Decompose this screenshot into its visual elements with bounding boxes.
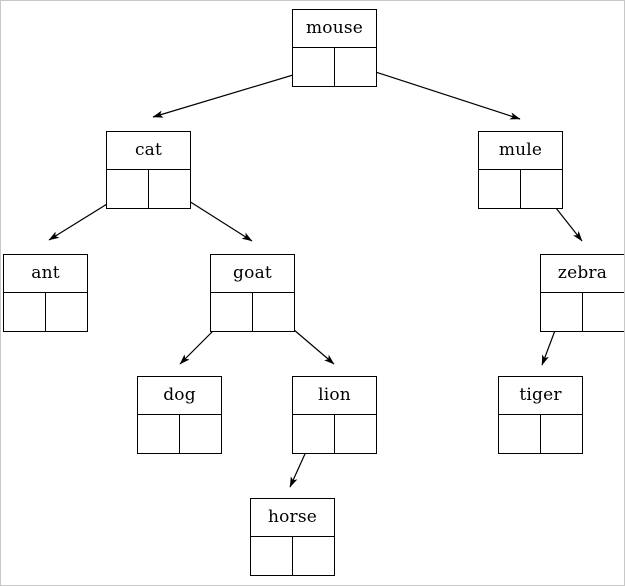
tree-node-dog[interactable]: dog [137,376,222,454]
node-label-tiger: tiger [499,377,582,415]
tree-node-zebra[interactable]: zebra [540,254,624,332]
node-pointers-goat [211,293,294,331]
left-pointer-cell-zebra[interactable] [541,293,583,331]
left-pointer-cell-mule[interactable] [479,170,521,208]
left-pointer-cell-goat[interactable] [211,293,253,331]
node-label-dog: dog [138,377,221,415]
node-label-cat: cat [107,132,190,170]
tree-node-cat[interactable]: cat [106,131,191,209]
right-pointer-cell-horse[interactable] [293,537,335,575]
node-label-horse: horse [251,499,334,537]
node-label-mule: mule [479,132,562,170]
tree-node-horse[interactable]: horse [250,498,335,576]
node-pointers-mouse [293,48,376,86]
node-pointers-tiger [499,415,582,453]
node-label-mouse: mouse [293,10,376,48]
right-pointer-cell-goat[interactable] [253,293,295,331]
node-label-ant: ant [4,255,87,293]
tree-node-ant[interactable]: ant [3,254,88,332]
right-pointer-cell-tiger[interactable] [541,415,583,453]
node-pointers-lion [293,415,376,453]
right-pointer-cell-dog[interactable] [180,415,222,453]
right-pointer-cell-mouse[interactable] [335,48,377,86]
node-pointers-dog [138,415,221,453]
tree-node-tiger[interactable]: tiger [498,376,583,454]
node-label-goat: goat [211,255,294,293]
tree-node-lion[interactable]: lion [292,376,377,454]
node-pointers-mule [479,170,562,208]
left-pointer-cell-cat[interactable] [107,170,149,208]
right-pointer-cell-ant[interactable] [46,293,88,331]
left-pointer-cell-tiger[interactable] [499,415,541,453]
tree-node-mouse[interactable]: mouse [292,9,377,87]
left-pointer-cell-dog[interactable] [138,415,180,453]
node-pointers-ant [4,293,87,331]
edge-mouse-to-mule [356,65,521,120]
right-pointer-cell-cat[interactable] [149,170,191,208]
tree-node-mule[interactable]: mule [478,131,563,209]
tree-node-goat[interactable]: goat [210,254,295,332]
left-pointer-cell-horse[interactable] [251,537,293,575]
node-pointers-zebra [541,293,624,331]
right-pointer-cell-lion[interactable] [335,415,377,453]
node-pointers-horse [251,537,334,575]
left-pointer-cell-ant[interactable] [4,293,46,331]
right-pointer-cell-mule[interactable] [521,170,563,208]
left-pointer-cell-lion[interactable] [293,415,335,453]
node-pointers-cat [107,170,190,208]
node-label-zebra: zebra [541,255,624,293]
node-label-lion: lion [293,377,376,415]
edge-mouse-to-cat [152,68,314,118]
left-pointer-cell-mouse[interactable] [293,48,335,86]
right-pointer-cell-zebra[interactable] [583,293,625,331]
